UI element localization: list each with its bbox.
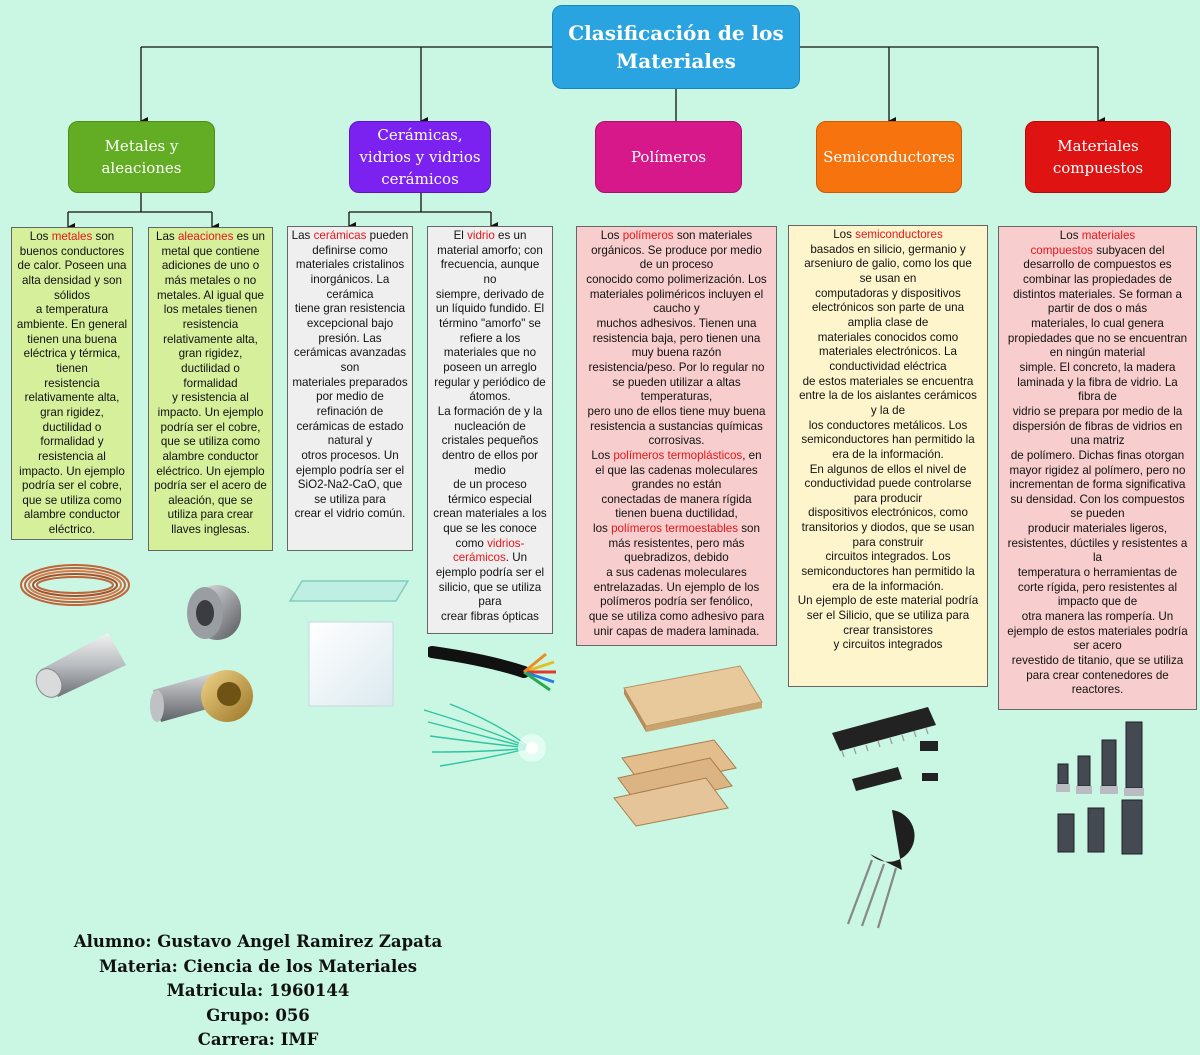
vidrio-text-pre: El [453,229,468,242]
compuestos-description-box: Los materiales compuestos subyacen del d… [998,226,1197,710]
vidrio-text-body: es un material amorfo; con frecuencia, a… [433,229,547,550]
polimeros-text-pre: Los [600,229,623,242]
coated-tool-bits-image [1056,721,1144,855]
aleaciones-description-box: Las aleaciones es un metal que contiene … [148,227,273,551]
root-title-line2: Materiales [616,49,736,73]
plywood-sheets-image [613,739,737,827]
polimeros-text-mid: , en el que las cadenas moleculares gran… [593,448,762,536]
compuestos-text-body: subyacen del desarrollo de compuestos es… [1007,243,1188,697]
category-metales: Metales y aleaciones [68,121,215,193]
category-ceramicas-line1: Cerámicas, [377,126,463,144]
aleaciones-text-body: es un metal que contiene adiciones de un… [154,230,267,537]
glass-panel-image [308,621,394,707]
semiconductores-term: semiconductores [855,228,943,241]
root-title-line1: Clasificación de los [568,21,784,45]
metales-text-body: son buenos conductores de calor. Poseen … [16,230,128,537]
aleaciones-term: aleaciones [177,230,234,243]
vidrio-description-box: El vidrio es un material amorfo; con fre… [427,226,553,634]
polimeros-termoestables-term: polímeros termoestables [611,522,739,536]
polimeros-termoplasticos-term: polímeros termoplásticos [613,448,743,462]
category-semiconductores-line1: Semiconductores [823,148,955,166]
group-number: Grupo: 056 [206,1005,310,1025]
vidrio-term: vidrio [467,229,495,242]
ceramicas-term: cerámicas [313,229,367,242]
compuestos-text-pre: Los [1059,229,1082,242]
student-name: Alumno: Gustavo Angel Ramirez Zapata [73,932,443,951]
bronze-bushing-image [150,670,253,722]
category-polimeros: Polímeros [595,121,742,193]
steel-coil-image [187,585,241,640]
vidrios-ceramicos-term: vidrios- cerámicos [452,536,525,565]
category-compuestos: Materiales compuestos [1025,121,1171,193]
vidrio-text-post: . Un ejemplo podría ser el silicio, que … [435,551,545,624]
category-metales-line2: aleaciones [101,159,182,177]
semiconductores-description-box: Los semiconductores basados en silicio, … [788,225,988,687]
polimeros-text-body: son materiales orgánicos. Se produce por… [586,229,767,462]
compuestos-term: materiales compuestos [1030,229,1136,257]
polimeros-description-box: Los polímeros son materiales orgánicos. … [576,226,777,646]
metales-term: metales [51,230,93,243]
polimeros-term: polímeros [622,229,674,242]
category-ceramicas: Cerámicas, vidrios y vidrios cerámicos [349,121,491,193]
course-name: Materia: Ciencia de los Materiales [98,956,418,976]
category-polimeros-line1: Polímeros [630,148,707,166]
category-ceramicas-line3: cerámicos [381,170,459,188]
aleaciones-text-pre: Las [156,230,178,243]
category-metales-line1: Metales y [104,137,179,155]
steel-rod-image [35,633,126,698]
transistor-image [846,810,915,929]
ceramicas-text-body: pueden definirse como materiales cristal… [292,229,409,521]
ceramicas-text-pre: Las [291,229,314,242]
polimeros-text-post: son más resistentes, pero más quebradizo… [588,522,765,638]
integrated-circuits-image [832,707,938,791]
glass-sheet-image [288,580,410,602]
metales-description-box: Los metales son buenos conductores de ca… [11,227,133,540]
category-semiconductores: Semiconductores [816,121,962,193]
optical-fibers-image [423,703,546,767]
metales-text-pre: Los [29,230,52,243]
category-compuestos-line1: Materiales [1057,137,1139,155]
category-ceramicas-line2: vidrios y vidrios [359,148,481,166]
category-compuestos-line2: compuestos [1052,159,1144,177]
copper-wire-image [20,564,130,606]
plywood-board-image [623,665,763,732]
fiber-cable-image [428,646,556,692]
career: Carrera: IMF [197,1030,319,1049]
student-id: Matricula: 1960144 [166,981,350,1000]
root-node-title: Clasificación de los Materiales [552,5,800,89]
student-info-footer: Alumno: Gustavo Angel Ramirez Zapata Mat… [58,930,458,1053]
semiconductores-text-body: basados en silicio, germanio y arseniuro… [797,242,979,652]
semiconductores-text-pre: Los [833,228,856,241]
ceramicas-description-box: Las cerámicas pueden definirse como mate… [287,226,413,551]
